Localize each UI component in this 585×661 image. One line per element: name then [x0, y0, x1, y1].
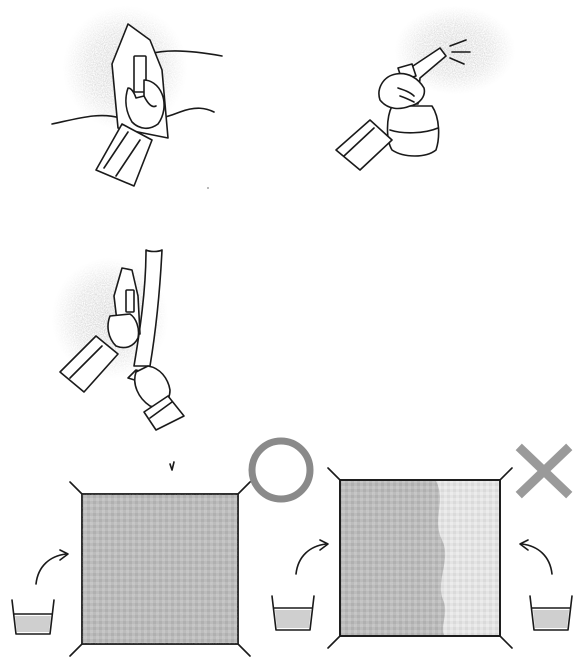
panel-spray-water: [336, 6, 515, 170]
water-cup-icon-left: [272, 596, 314, 630]
water-cup-icon: [12, 600, 54, 634]
speck-dot: [207, 187, 209, 189]
wet-square-uneven: [328, 468, 512, 648]
wet-square-even: [70, 482, 250, 656]
arrow-icon-left: [296, 540, 328, 574]
panel-peel-strip: [52, 250, 184, 430]
water-cup-icon-right: [530, 596, 572, 630]
panel-rub-cloth: [52, 6, 222, 186]
cross-icon: [522, 450, 566, 492]
comparison-incorrect: [272, 450, 572, 648]
circle-icon: [252, 441, 310, 499]
tick-mark: [170, 462, 174, 470]
comparison-correct: [12, 441, 310, 656]
spray-bottle-icon: [336, 48, 446, 170]
arrow-icon: [36, 550, 68, 584]
arrow-icon-right: [520, 540, 552, 574]
